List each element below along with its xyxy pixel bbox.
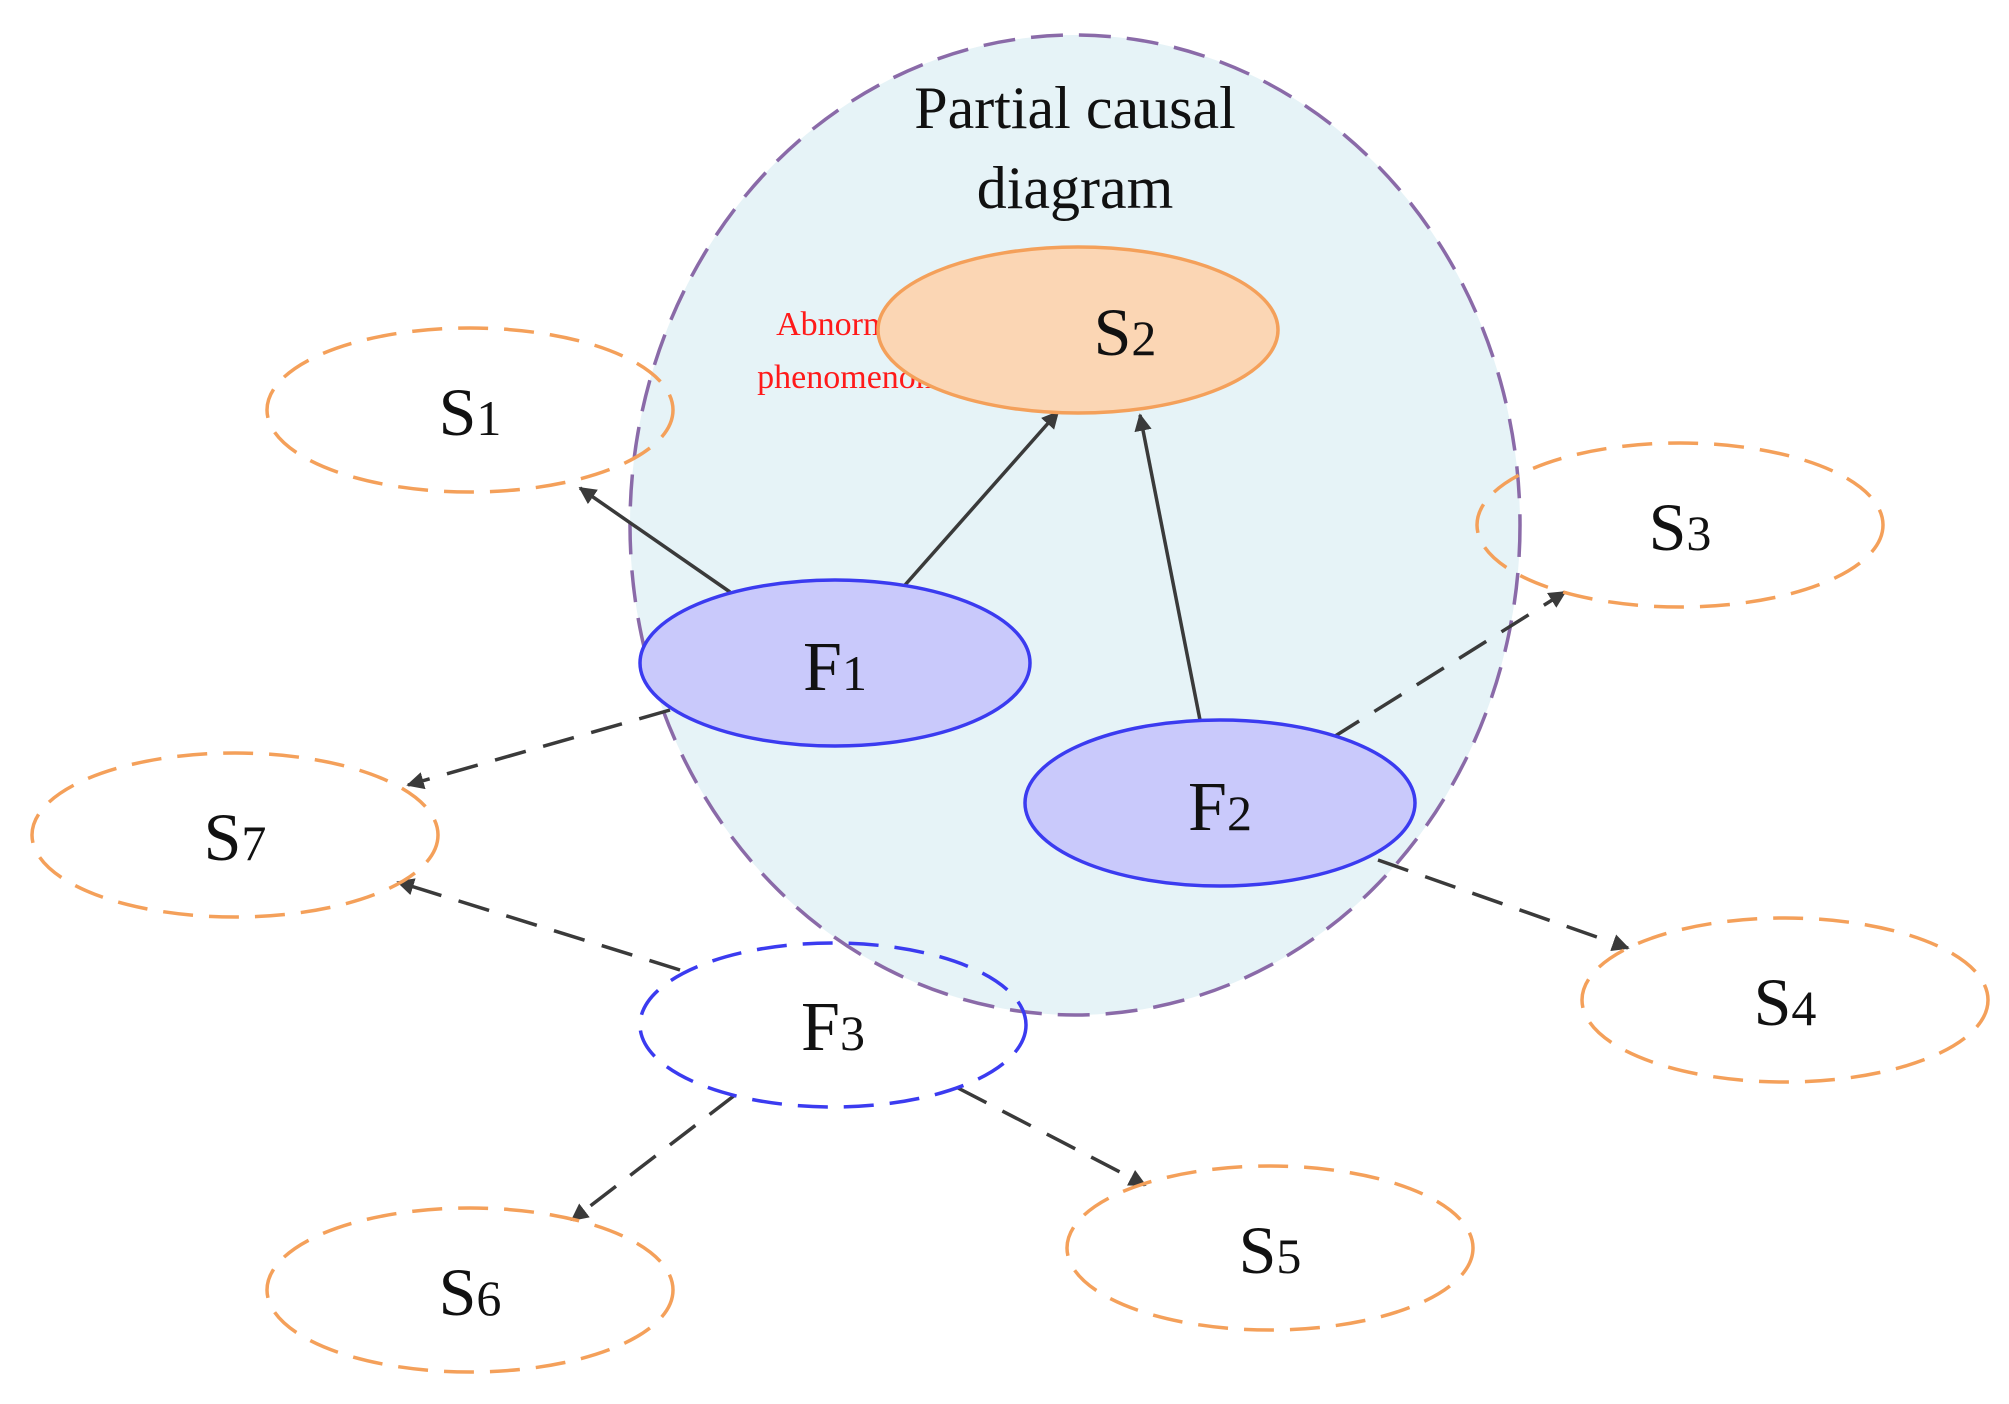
node-f1-sub: 1 <box>842 645 867 701</box>
node-s2: S2 <box>876 245 1280 415</box>
edge-f3-s6 <box>570 1093 737 1222</box>
node-s7: S7 <box>30 751 440 919</box>
svg-text:S4: S4 <box>1754 964 1817 1040</box>
region-title-line1: Partial causal <box>914 75 1236 141</box>
node-s7-letter: S <box>204 799 242 875</box>
svg-text:S6: S6 <box>439 1254 502 1330</box>
node-s3-letter: S <box>1649 489 1687 565</box>
node-f1-letter: F <box>803 629 842 706</box>
svg-text:F2: F2 <box>1188 769 1252 846</box>
svg-text:F3: F3 <box>801 989 865 1066</box>
node-s7-sub: 7 <box>241 815 266 871</box>
edge-f1-s7 <box>406 708 671 790</box>
edge-f2-s4 <box>1377 858 1630 952</box>
node-s6-letter: S <box>439 1254 477 1330</box>
edge-f1-s1 <box>578 486 731 594</box>
node-s5: S5 <box>1065 1164 1475 1332</box>
node-f2: F2 <box>1023 718 1417 888</box>
edge-f1-s2 <box>903 410 1060 587</box>
node-f1: F1 <box>638 578 1032 748</box>
node-s3: S3 <box>1475 441 1885 609</box>
node-s4: S4 <box>1580 916 1990 1084</box>
edge-f2-s3 <box>1331 590 1567 740</box>
node-f3: F3 <box>638 941 1028 1109</box>
svg-text:S3: S3 <box>1649 489 1712 565</box>
svg-text:S2: S2 <box>1094 294 1157 370</box>
svg-text:S7: S7 <box>204 799 267 875</box>
edge-f3-s7 <box>396 878 681 972</box>
node-s2-sub: 2 <box>1131 310 1156 366</box>
node-s1-letter: S <box>439 374 477 450</box>
svg-text:F1: F1 <box>803 629 867 706</box>
node-s1: S1 <box>265 326 675 494</box>
node-s5-letter: S <box>1239 1212 1277 1288</box>
node-f3-letter: F <box>801 989 840 1066</box>
node-s3-sub: 3 <box>1686 505 1711 561</box>
node-s1-sub: 1 <box>476 390 501 446</box>
edge-f3-s5 <box>957 1086 1147 1187</box>
node-s4-letter: S <box>1754 964 1792 1040</box>
node-s2-letter: S <box>1094 294 1132 370</box>
node-s4-sub: 4 <box>1791 980 1816 1036</box>
node-s6-sub: 6 <box>476 1270 501 1326</box>
node-f2-letter: F <box>1188 769 1227 846</box>
edge-f2-s2 <box>1134 413 1202 721</box>
node-f3-sub: 3 <box>840 1005 865 1061</box>
node-s5-sub: 5 <box>1276 1228 1301 1284</box>
node-f2-sub: 2 <box>1227 785 1252 841</box>
node-s6: S6 <box>265 1206 675 1374</box>
svg-text:S5: S5 <box>1239 1212 1302 1288</box>
region-title-line2: diagram <box>977 155 1174 221</box>
svg-text:S1: S1 <box>439 374 502 450</box>
